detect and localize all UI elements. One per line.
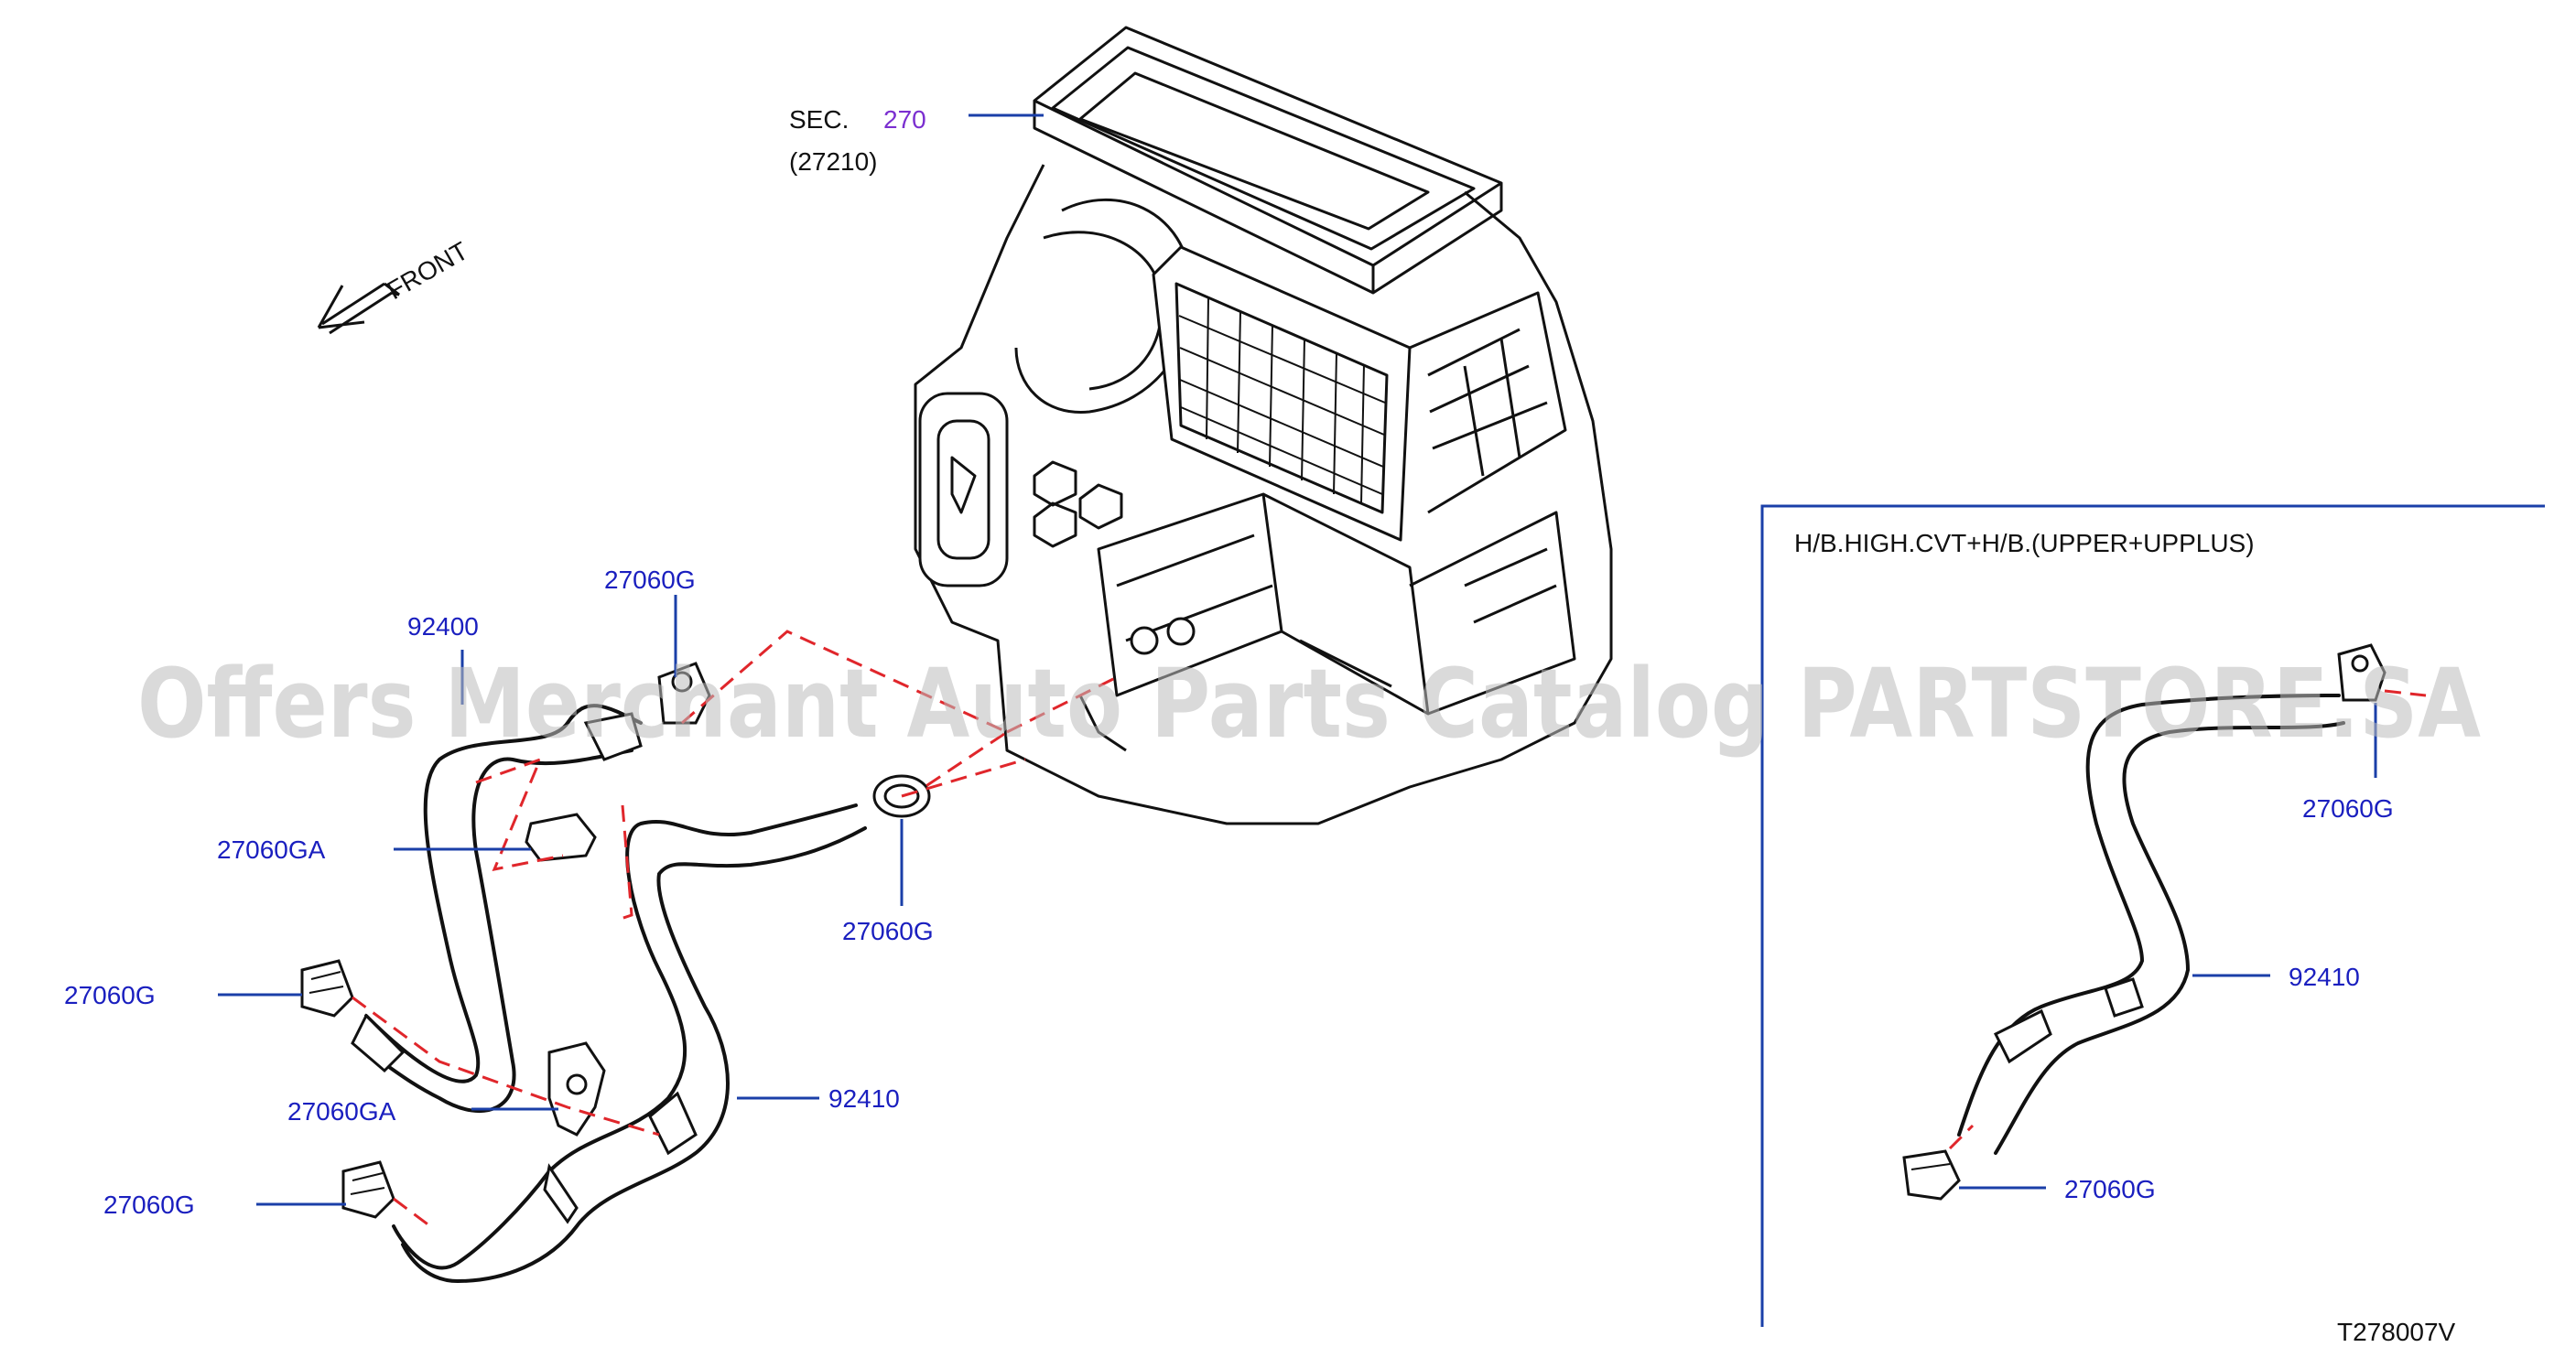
front-arrow-icon: [317, 282, 400, 335]
label-27060g-mid[interactable]: 27060G: [842, 917, 934, 945]
leader-lines: [218, 595, 2377, 1206]
label-27060g-left-upper[interactable]: 27060G: [64, 981, 156, 1009]
clamp-left-lower: [341, 1160, 395, 1219]
clamp-top: [657, 662, 711, 725]
clamp-left-upper: [300, 959, 354, 1018]
sec-part-number: (27210): [789, 147, 878, 176]
label-92410-inset[interactable]: 92410: [2289, 963, 2360, 991]
label-27060ga-upper[interactable]: 27060GA: [217, 835, 326, 864]
diagram-code: T278007V: [2337, 1318, 2456, 1346]
label-27060ga-lower[interactable]: 27060GA: [287, 1097, 396, 1126]
clamp-inset-bottom: [1902, 1149, 1961, 1201]
hose-92410-inset: [1957, 694, 2345, 1155]
inset-title: H/B.HIGH.CVT+H/B.(UPPER+UPPLUS): [1794, 529, 2255, 557]
label-27060g-inset-bottom[interactable]: 27060G: [2064, 1175, 2156, 1203]
heater-unit-illustration: [914, 26, 1613, 825]
label-27060g-left-lower[interactable]: 27060G: [103, 1191, 195, 1219]
label-27060g-top[interactable]: 27060G: [604, 566, 696, 594]
label-92400[interactable]: 92400: [407, 612, 479, 641]
watermark: Offers Merchant Auto Parts Catalog PARTS…: [137, 648, 2481, 760]
label-92410-main[interactable]: 92410: [828, 1084, 900, 1113]
front-label: FRONT: [383, 236, 473, 305]
label-27060g-inset-top[interactable]: 27060G: [2302, 794, 2394, 823]
install-lines: [352, 630, 2427, 1228]
clamp-inset-top: [2337, 643, 2387, 702]
hose-92410-main: [351, 803, 867, 1283]
bracket-upper: [525, 813, 597, 862]
sec-number-link[interactable]: 270: [883, 105, 926, 134]
inset-border: [1760, 504, 2545, 1327]
hose-92400: [364, 704, 643, 1114]
bracket-lower: [547, 1041, 606, 1137]
sec-prefix-label: SEC.: [789, 105, 849, 134]
